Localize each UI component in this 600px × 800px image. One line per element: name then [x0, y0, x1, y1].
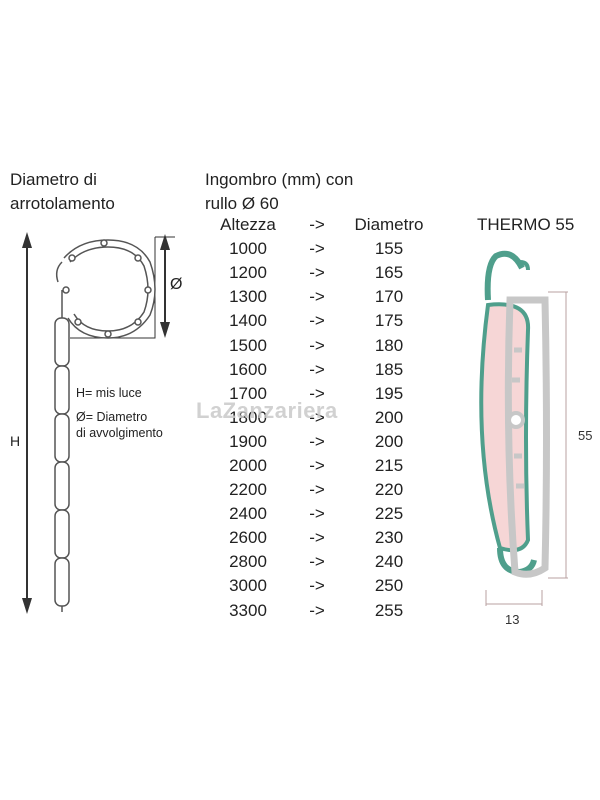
cell-arrow: -> — [309, 528, 325, 548]
cell-diametro: 165 — [374, 263, 404, 283]
cell-altezza: 1200 — [229, 263, 267, 283]
profile-title: THERMO 55 — [477, 215, 575, 234]
watermark-logo: LaZanzariera — [196, 398, 338, 423]
header-altezza: Altezza — [220, 215, 276, 235]
cell-arrow: -> — [309, 239, 325, 259]
cell-arrow: -> — [309, 431, 325, 451]
table-row: 2200 -> 220 — [205, 478, 445, 502]
cell-diametro: 155 — [374, 239, 404, 259]
cell-diametro: 240 — [374, 552, 404, 572]
cell-altezza: 2600 — [229, 528, 267, 548]
cell-arrow: -> — [309, 455, 325, 475]
cell-altezza: 1700 — [229, 383, 267, 403]
cell-diametro: 250 — [374, 576, 404, 596]
header-diametro: Diametro — [354, 215, 424, 235]
table-row: 1300 -> 170 — [205, 285, 445, 309]
table-title-line2: rullo Ø 60 — [205, 194, 279, 213]
profile-width-label: 13 — [505, 612, 520, 627]
cell-arrow: -> — [309, 600, 325, 620]
cell-diametro: 200 — [374, 431, 404, 451]
cell-arrow: -> — [309, 359, 325, 379]
dimension-table: Altezza -> Diametro 1000->155 1200->165 … — [205, 213, 445, 623]
table-row: 1000 -> 155 — [205, 237, 445, 261]
cell-altezza: 1400 — [229, 311, 267, 331]
table-row: 3300 -> 255 — [205, 599, 445, 623]
cell-diametro: 170 — [374, 287, 404, 307]
legend-height: H= mis luce — [76, 386, 142, 400]
cell-altezza: 2000 — [229, 455, 267, 475]
cell-arrow: -> — [309, 504, 325, 524]
table-header-row: Altezza -> Diametro — [205, 213, 445, 237]
cell-diametro: 175 — [374, 311, 404, 331]
table-row: 2800 -> 240 — [205, 550, 445, 574]
winding-diameter-title-line2: arrotolamento — [10, 194, 115, 213]
hanging-slats — [54, 261, 70, 612]
table-row: 2400 -> 225 — [205, 502, 445, 526]
table-row: 2000 -> 215 — [205, 454, 445, 478]
rolled-slats — [62, 239, 156, 339]
legend-diameter-line2: di avvolgimento — [76, 426, 163, 440]
table-row: 1500 -> 180 — [205, 333, 445, 357]
header-arrow: -> — [309, 215, 325, 235]
cell-diametro: 215 — [374, 455, 404, 475]
cell-altezza: 2200 — [229, 480, 267, 500]
cell-altezza: 1300 — [229, 287, 267, 307]
table-row: 1800 -> 200 — [205, 406, 445, 430]
cell-diametro: 180 — [374, 335, 404, 355]
cell-arrow: -> — [309, 287, 325, 307]
cell-arrow: -> — [309, 335, 325, 355]
diameter-symbol-label: Ø — [170, 276, 183, 293]
cell-altezza: 1900 — [229, 431, 267, 451]
cell-altezza: 2400 — [229, 504, 267, 524]
table-row: 2600 -> 230 — [205, 526, 445, 550]
legend-diameter-line1: Ø= Diametro — [76, 410, 148, 424]
winding-diameter-title-line1: Diametro di — [10, 170, 97, 189]
table-row: 3000 -> 250 — [205, 574, 445, 598]
table-title: Ingombro (mm) con rullo Ø 60 — [205, 168, 405, 216]
cell-arrow: -> — [309, 480, 325, 500]
cell-altezza: 1800 — [229, 407, 267, 427]
cell-altezza: 1600 — [229, 359, 267, 379]
thermo-55-profile — [479, 250, 568, 606]
cell-diametro: 220 — [374, 480, 404, 500]
profile-height-label: 55 — [578, 428, 593, 443]
cell-altezza: 3300 — [229, 600, 267, 620]
cell-arrow: -> — [309, 407, 325, 427]
table-title-line1: Ingombro (mm) con — [205, 170, 354, 189]
cell-altezza: 3000 — [229, 576, 267, 596]
cell-altezza: 1000 — [229, 239, 267, 259]
cell-arrow: -> — [309, 552, 325, 572]
cell-arrow: -> — [309, 576, 325, 596]
cell-diametro: 200 — [374, 407, 404, 427]
winding-diameter-title: Diametro di arrotolamento — [10, 168, 190, 216]
cell-diametro: 195 — [374, 383, 404, 403]
cell-altezza: 2800 — [229, 552, 267, 572]
cell-diametro: 225 — [374, 504, 404, 524]
table-row: 1700 -> 195 — [205, 382, 445, 406]
height-label: H — [10, 433, 21, 449]
diameter-dimension-line — [70, 234, 175, 339]
cell-diametro: 185 — [374, 359, 404, 379]
cell-arrow: -> — [309, 263, 325, 283]
table-row: 1400 -> 175 — [205, 309, 445, 333]
cell-arrow: -> — [309, 383, 325, 403]
table-row: 1200 -> 165 — [205, 261, 445, 285]
table-row: 1900 -> 200 — [205, 430, 445, 454]
cell-altezza: 1500 — [229, 335, 267, 355]
height-dimension-line — [22, 232, 32, 614]
cell-diametro: 255 — [374, 600, 404, 620]
table-row: 1600 -> 185 — [205, 358, 445, 382]
cell-arrow: -> — [309, 311, 325, 331]
cell-diametro: 230 — [374, 528, 404, 548]
